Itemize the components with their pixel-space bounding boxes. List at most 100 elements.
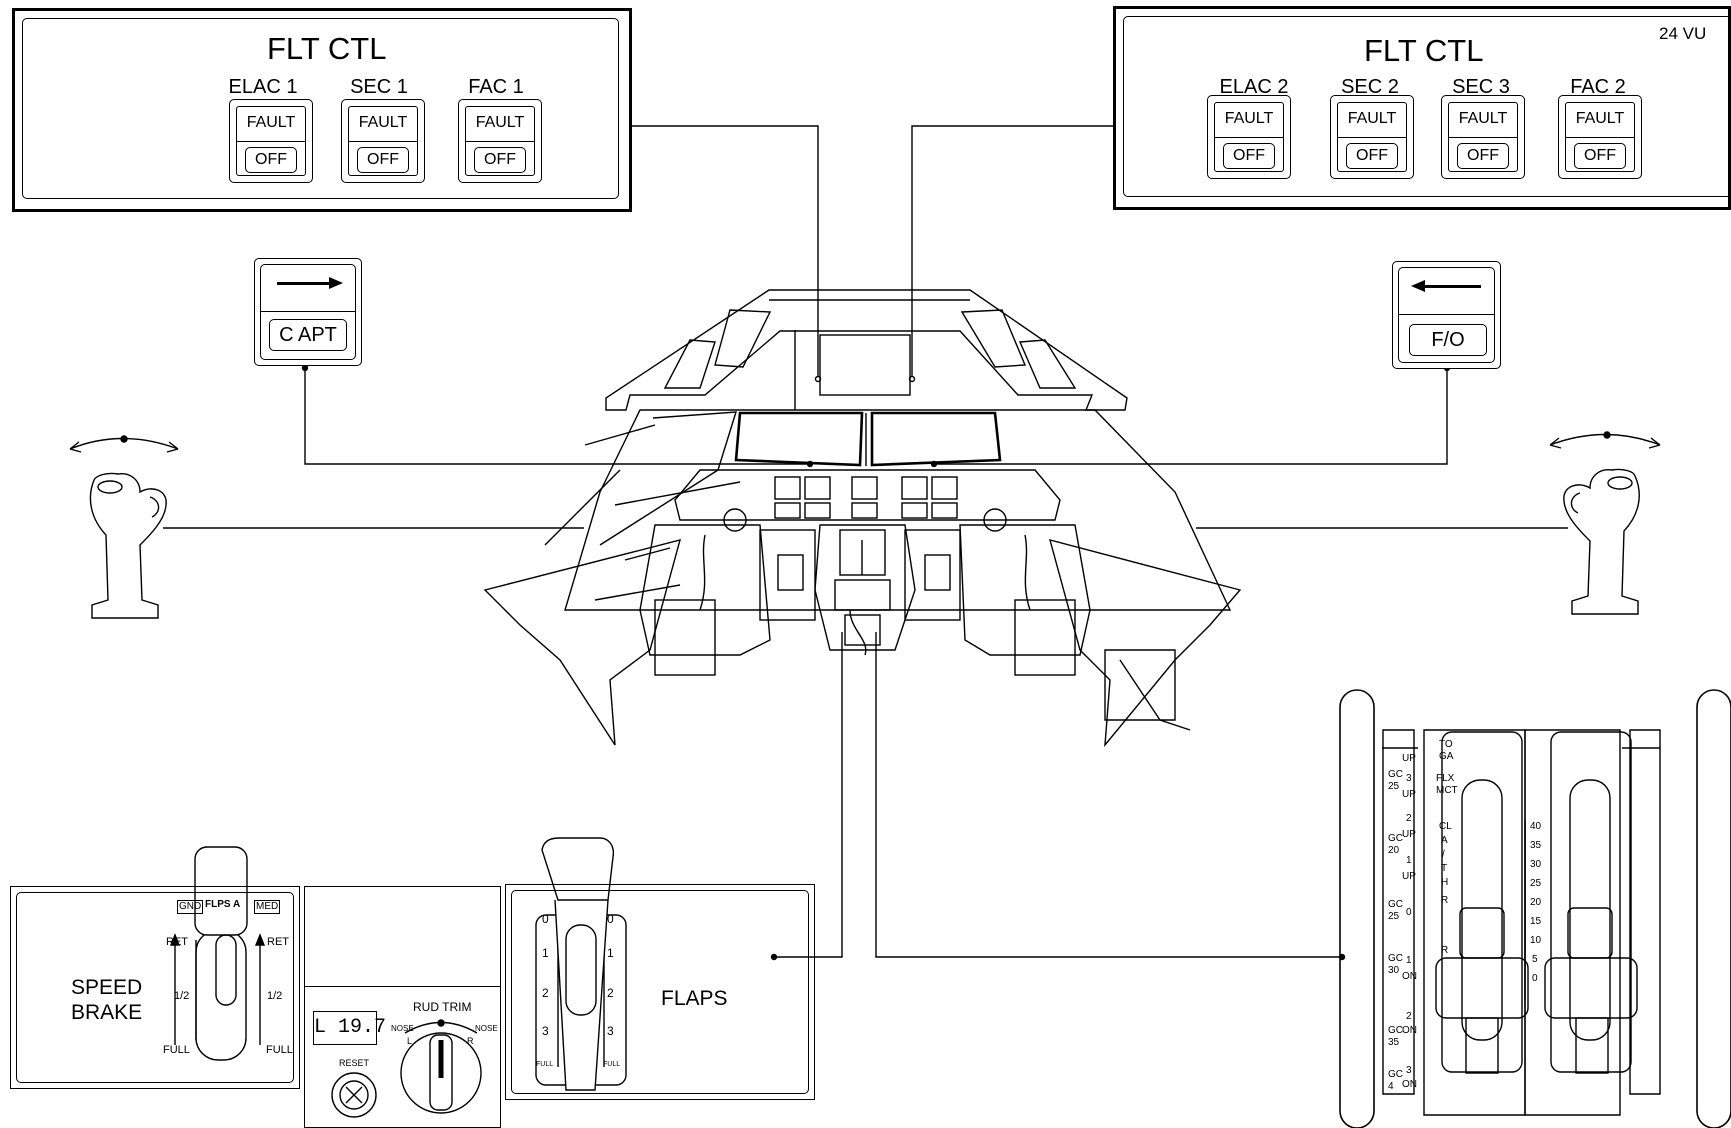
- fo-sidestick: [1550, 432, 1660, 614]
- off-light: OFF: [357, 147, 409, 173]
- speed-brake-title: SPEED BRAKE: [71, 975, 142, 1025]
- flap-pos-3-left: 3: [542, 1025, 549, 1037]
- flap-pos-1-left: 1: [542, 947, 549, 959]
- left-arrow-icon: [1423, 285, 1481, 288]
- off-light: OFF: [474, 147, 526, 173]
- on-1-label: ON: [1402, 972, 1417, 982]
- thrust-labels: TO GA FLX MCT CL A / T H R R GC 25 GC 20…: [1380, 740, 1670, 1090]
- up-1-value: 1: [1406, 856, 1412, 866]
- gc-35-label: GC: [1388, 1026, 1403, 1036]
- to-label: TO: [1439, 740, 1453, 750]
- right-arrow-icon: [277, 282, 333, 285]
- flt-ctl-panel-left: FLT CTL ELAC 1 FAULT OFF SEC 1 FAULT OFF…: [12, 8, 632, 212]
- gc-4-value: 4: [1388, 1082, 1394, 1092]
- elac1-label: ELAC 1: [225, 77, 301, 97]
- ret-label-right: RET: [267, 937, 289, 948]
- up-2-value: 2: [1406, 814, 1412, 824]
- capt-priority-pushbutton[interactable]: C APT: [254, 258, 362, 366]
- scale-10: 10: [1530, 936, 1541, 946]
- slash-label: /: [1442, 850, 1445, 860]
- gc-4-label: GC: [1388, 1070, 1403, 1080]
- fac2-pushbutton[interactable]: FAULT OFF: [1558, 95, 1642, 179]
- scale-40: 40: [1530, 822, 1541, 832]
- fac2-label: FAC 2: [1558, 77, 1638, 97]
- fo-priority-pushbutton[interactable]: F/O: [1392, 261, 1501, 369]
- elac1-pushbutton[interactable]: FAULT OFF: [229, 99, 313, 183]
- capt-sidestick: [70, 436, 178, 618]
- sec3-label: SEC 3: [1441, 77, 1521, 97]
- capt-label: C APT: [269, 319, 347, 351]
- elac2-label: ELAC 2: [1214, 77, 1294, 97]
- sec1-pushbutton[interactable]: FAULT OFF: [341, 99, 425, 183]
- flps-a-label: FLPS A: [205, 900, 240, 910]
- nose-l-label: NOSE: [391, 1025, 414, 1033]
- on-2-label: ON: [1402, 1026, 1417, 1036]
- half-label-left: 1/2: [174, 991, 189, 1002]
- nose-r-label: NOSE: [475, 1025, 498, 1033]
- l-label: L: [407, 1037, 412, 1046]
- gc-35-value: 35: [1388, 1038, 1399, 1048]
- fault-light: FAULT: [342, 115, 424, 131]
- gc-20-value: 20: [1388, 846, 1399, 856]
- flap-pos-1-right: 1: [607, 947, 614, 959]
- ret-label-left: RET: [166, 937, 188, 948]
- r-label: R: [1441, 896, 1448, 906]
- gc-25-label: GC: [1388, 770, 1403, 780]
- cl-label: CL: [1439, 822, 1452, 832]
- off-light: OFF: [1346, 143, 1398, 169]
- speed-brake-panel: SPEED BRAKE GND FLPS A MED RET RET 1/2 1…: [10, 886, 300, 1089]
- sec2-pushbutton[interactable]: FAULT OFF: [1330, 95, 1414, 179]
- flap-pos-3-right: 3: [607, 1025, 614, 1037]
- rud-trim-title: RUD TRIM: [413, 1001, 471, 1013]
- flaps-title: FLAPS: [661, 988, 728, 1009]
- on-2-value: 2: [1406, 1012, 1412, 1022]
- off-light: OFF: [1457, 143, 1509, 169]
- scale-20: 20: [1530, 898, 1541, 908]
- off-light: OFF: [1574, 143, 1626, 169]
- fault-light: FAULT: [1442, 111, 1524, 127]
- gc-20-label: GC: [1388, 834, 1403, 844]
- scale-35: 35: [1530, 841, 1541, 851]
- fac1-label: FAC 1: [458, 77, 534, 97]
- mct-label: MCT: [1436, 786, 1458, 796]
- scale-30: 30: [1530, 860, 1541, 870]
- speed-label: SPEED: [71, 976, 142, 999]
- flaps-panel: FLAPS 0 0 1 1 2 2 3 3 FULL FULL: [505, 884, 815, 1100]
- sec1-label: SEC 1: [341, 77, 417, 97]
- full-label-left: FULL: [163, 1045, 190, 1056]
- fac1-pushbutton[interactable]: FAULT OFF: [458, 99, 542, 183]
- up-2-label: UP: [1402, 790, 1416, 800]
- fault-light: FAULT: [1559, 111, 1641, 127]
- elac2-pushbutton[interactable]: FAULT OFF: [1207, 95, 1291, 179]
- fault-light: FAULT: [459, 115, 541, 131]
- up-1-label: UP: [1402, 830, 1416, 840]
- sec2-label: SEC 2: [1330, 77, 1410, 97]
- rud-trim-panel: RUD TRIM L 19.7 NOSE NOSE L R RESET: [304, 886, 501, 1128]
- h-label: H: [1441, 878, 1448, 888]
- gc-25-value: 25: [1388, 782, 1399, 792]
- gc-25b-label: GC: [1388, 900, 1403, 910]
- rev-label: R: [1441, 946, 1448, 956]
- flap-pos-full-right: FULL: [603, 1061, 620, 1068]
- gc-25b-value: 25: [1388, 912, 1399, 922]
- half-label-right: 1/2: [267, 991, 282, 1002]
- off-light: OFF: [1223, 143, 1275, 169]
- on-1-value: 1: [1406, 956, 1412, 966]
- scale-0: 0: [1532, 974, 1538, 984]
- fault-light: FAULT: [1208, 111, 1290, 127]
- flap-pos-2-right: 2: [607, 987, 614, 999]
- scale-25: 25: [1530, 879, 1541, 889]
- med-label: MED: [254, 900, 280, 914]
- fault-light: FAULT: [230, 115, 312, 131]
- flap-pos-2-left: 2: [542, 987, 549, 999]
- ga-label: GA: [1439, 752, 1453, 762]
- rud-trim-display: L 19.7: [313, 1011, 377, 1045]
- gc-30-value: 30: [1388, 966, 1399, 976]
- sec3-pushbutton[interactable]: FAULT OFF: [1441, 95, 1525, 179]
- flap-pos-0-left: 0: [542, 913, 549, 925]
- flap-pos-0-right: 0: [607, 913, 614, 925]
- flt-ctl-panel-right: 24 VU FLT CTL ELAC 2 FAULT OFF SEC 2 FAU…: [1113, 6, 1731, 210]
- gc-30-label: GC: [1388, 954, 1403, 964]
- reset-label[interactable]: RESET: [339, 1059, 369, 1068]
- full-label-right: FULL: [266, 1045, 293, 1056]
